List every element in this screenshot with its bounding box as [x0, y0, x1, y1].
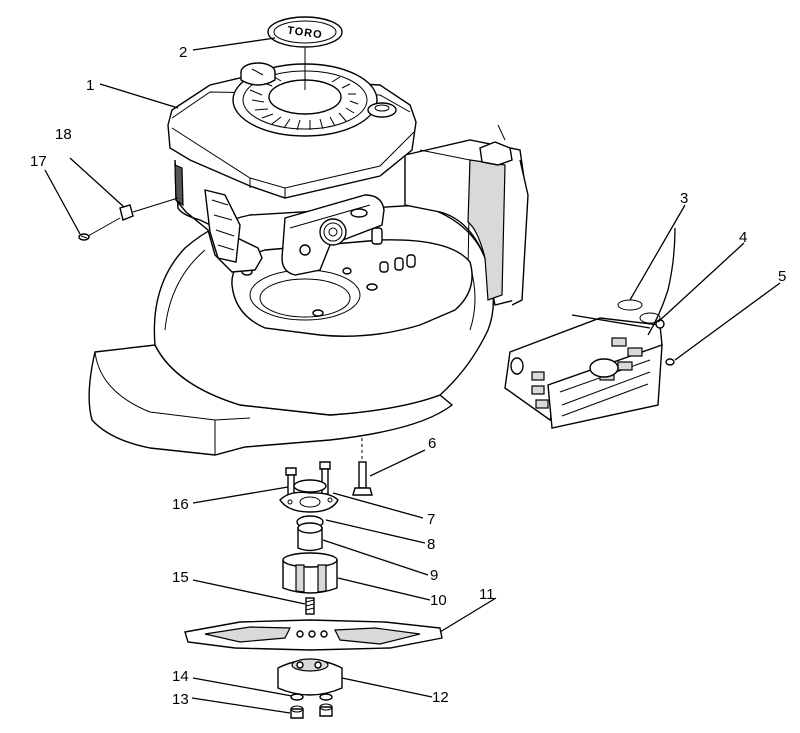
callout-1: 1: [86, 77, 94, 94]
callout-2: 2: [179, 44, 187, 61]
bushing-9: [297, 522, 323, 552]
clip-leader-b: [132, 197, 179, 213]
callout-12: 12: [432, 689, 449, 706]
lock-washer-14a: [290, 693, 304, 701]
stiffener-12: [277, 658, 343, 696]
callout-11: 11: [479, 586, 495, 603]
lock-washer-14b: [319, 693, 333, 701]
leader-lines: [44, 37, 781, 714]
callout-9: 9: [430, 567, 438, 584]
screw-17: [78, 233, 90, 241]
decal-logo-text: TORO: [286, 25, 323, 42]
callout-16: 16: [172, 496, 189, 513]
spacer-plate: [279, 491, 339, 513]
clip-18: [119, 204, 134, 221]
callout-14: 14: [172, 668, 189, 685]
callout-7: 7: [427, 511, 435, 528]
callout-10: 10: [430, 592, 447, 609]
callout-labels: 1 2 3 4 5 6 7 8 9 10 11 12 13 14 15 16 1…: [30, 44, 786, 708]
blade-adapter-10: [282, 552, 338, 594]
blade-11: [184, 619, 443, 651]
callout-8: 8: [427, 536, 435, 553]
nuts-13: [290, 703, 333, 719]
clip-leader-a: [87, 217, 121, 237]
engine: [167, 62, 417, 276]
bolt-6: [352, 438, 373, 496]
callout-3: 3: [680, 190, 688, 207]
callout-6: 6: [428, 435, 436, 452]
callout-17: 17: [30, 153, 47, 170]
callout-13: 13: [172, 691, 189, 708]
callout-4: 4: [739, 229, 747, 246]
bolt-15: [305, 597, 315, 615]
toro-decal: TORO: [267, 16, 343, 48]
callout-15: 15: [172, 569, 189, 586]
callout-18: 18: [55, 126, 72, 143]
rear-door-assembly: [504, 227, 676, 429]
callout-5: 5: [778, 268, 786, 285]
